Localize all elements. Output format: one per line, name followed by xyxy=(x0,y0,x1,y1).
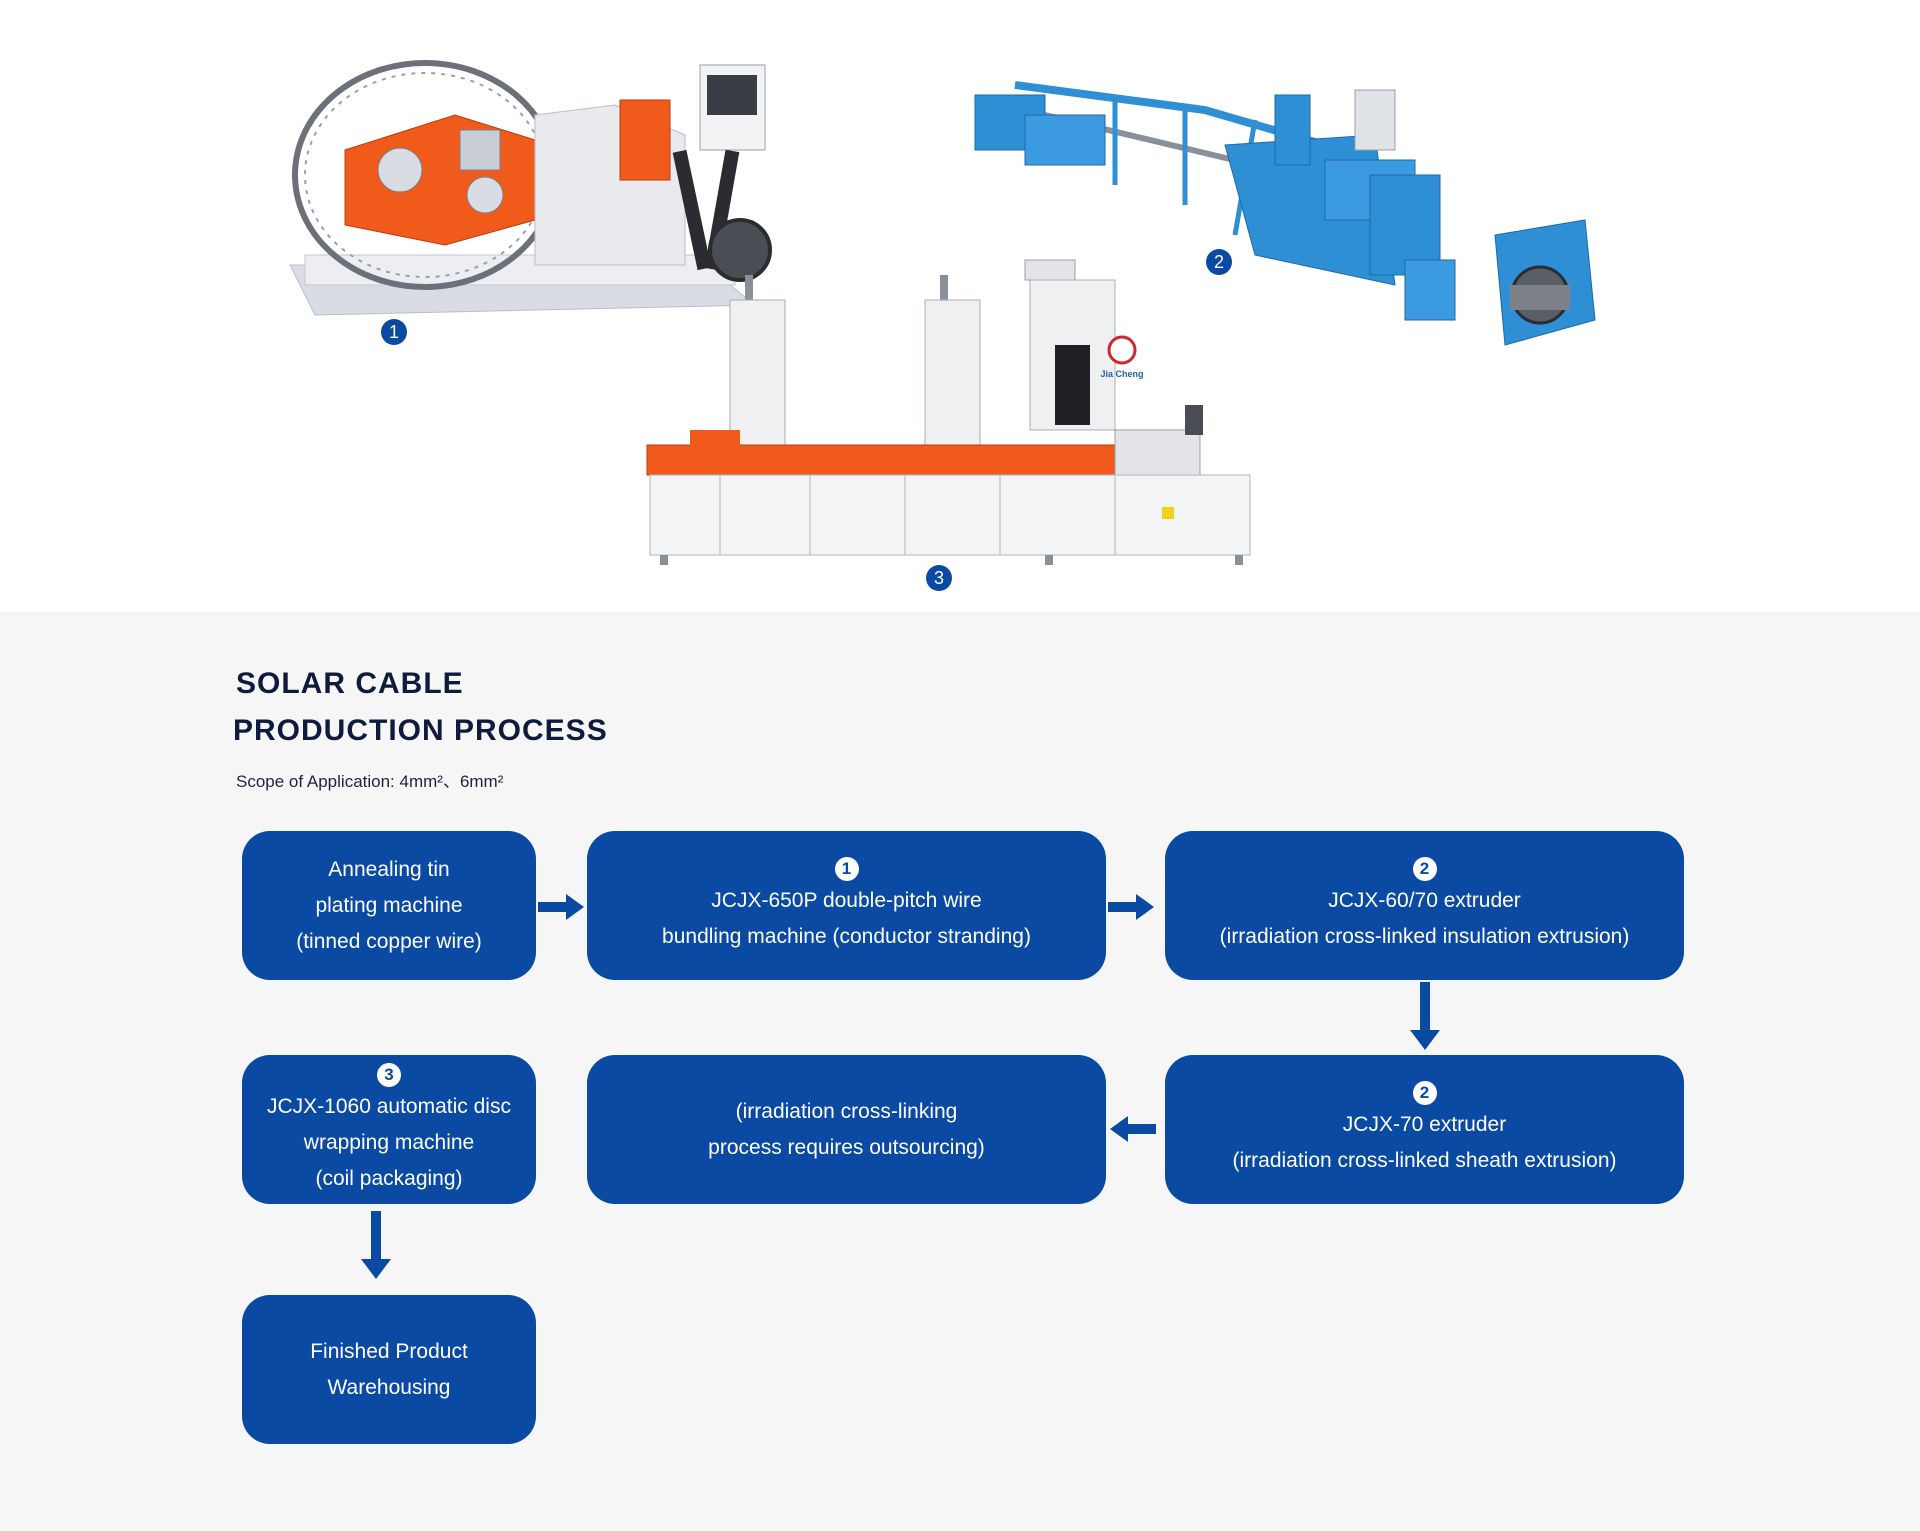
step-number-badge: 3 xyxy=(377,1062,401,1087)
section-title-line1: SOLAR CABLE xyxy=(236,667,464,700)
step-label: process requires outsourcing) xyxy=(708,1135,985,1159)
step-annealing-tin-plating: Annealing tin plating machine (tinned co… xyxy=(242,831,536,980)
step-finished-product-warehousing: Finished Product Warehousing xyxy=(242,1295,536,1444)
step-label: JCJX-60/70 extruder xyxy=(1328,888,1521,912)
jia-cheng-logo: Jia Cheng xyxy=(1100,369,1143,379)
production-process-section: SOLAR CABLE PRODUCTION PROCESS Scope of … xyxy=(0,612,1920,1531)
arrow-right-icon xyxy=(1108,894,1154,920)
step-label: Annealing tin xyxy=(328,857,450,881)
step-disc-wrapping-machine: 3 JCJX-1060 automatic disc wrapping mach… xyxy=(242,1055,536,1204)
step-number-badge: 1 xyxy=(834,856,859,881)
extruder-line-illustration xyxy=(974,81,1596,346)
step-label: Finished Product xyxy=(310,1339,468,1363)
step-label: (irradiation cross-linking xyxy=(735,1099,958,1123)
scope-of-application: Scope of Application: 4mm²、6mm² xyxy=(236,772,504,791)
machinery-showcase: 1 2 Jia Chen xyxy=(0,0,1920,612)
arrow-down-icon xyxy=(1410,982,1440,1050)
step-label: JCJX-70 extruder xyxy=(1342,1112,1507,1136)
arrow-right-icon xyxy=(538,894,584,920)
step-label: (coil packaging) xyxy=(315,1166,463,1190)
step-insulation-extruder: 2 JCJX-60/70 extruder (irradiation cross… xyxy=(1165,831,1684,980)
step-label: (tinned copper wire) xyxy=(296,929,482,953)
step-label: plating machine xyxy=(315,893,463,917)
machine-2-badge: 2 xyxy=(1206,249,1232,275)
arrow-down-icon xyxy=(361,1211,391,1279)
step-wire-bundling-machine: 1 JCJX-650P double-pitch wire bundling m… xyxy=(587,831,1106,980)
machine-1-badge: 1 xyxy=(381,319,407,345)
step-number-badge: 2 xyxy=(1412,856,1437,881)
step-sheath-extruder: 2 JCJX-70 extruder (irradiation cross-li… xyxy=(1165,1055,1684,1204)
bundling-machine-illustration xyxy=(289,60,772,316)
step-number-badge: 2 xyxy=(1412,1080,1437,1105)
step-label: Warehousing xyxy=(327,1375,451,1399)
step-irradiation-outsourcing: (irradiation cross-linking process requi… xyxy=(587,1055,1106,1204)
step-label: JCJX-1060 automatic disc xyxy=(267,1094,511,1118)
section-title-line2: PRODUCTION PROCESS xyxy=(233,714,608,747)
step-label: JCJX-650P double-pitch wire xyxy=(711,888,982,912)
step-label: (irradiation cross-linked insulation ext… xyxy=(1219,924,1630,948)
step-label: bundling machine (conductor stranding) xyxy=(662,924,1031,948)
step-label: (irradiation cross-linked sheath extrusi… xyxy=(1232,1148,1617,1172)
wrapping-machine-illustration: Jia Cheng xyxy=(646,259,1251,565)
step-label: wrapping machine xyxy=(303,1130,475,1154)
arrow-left-icon xyxy=(1110,1116,1156,1142)
machine-3-badge: 3 xyxy=(926,565,952,591)
